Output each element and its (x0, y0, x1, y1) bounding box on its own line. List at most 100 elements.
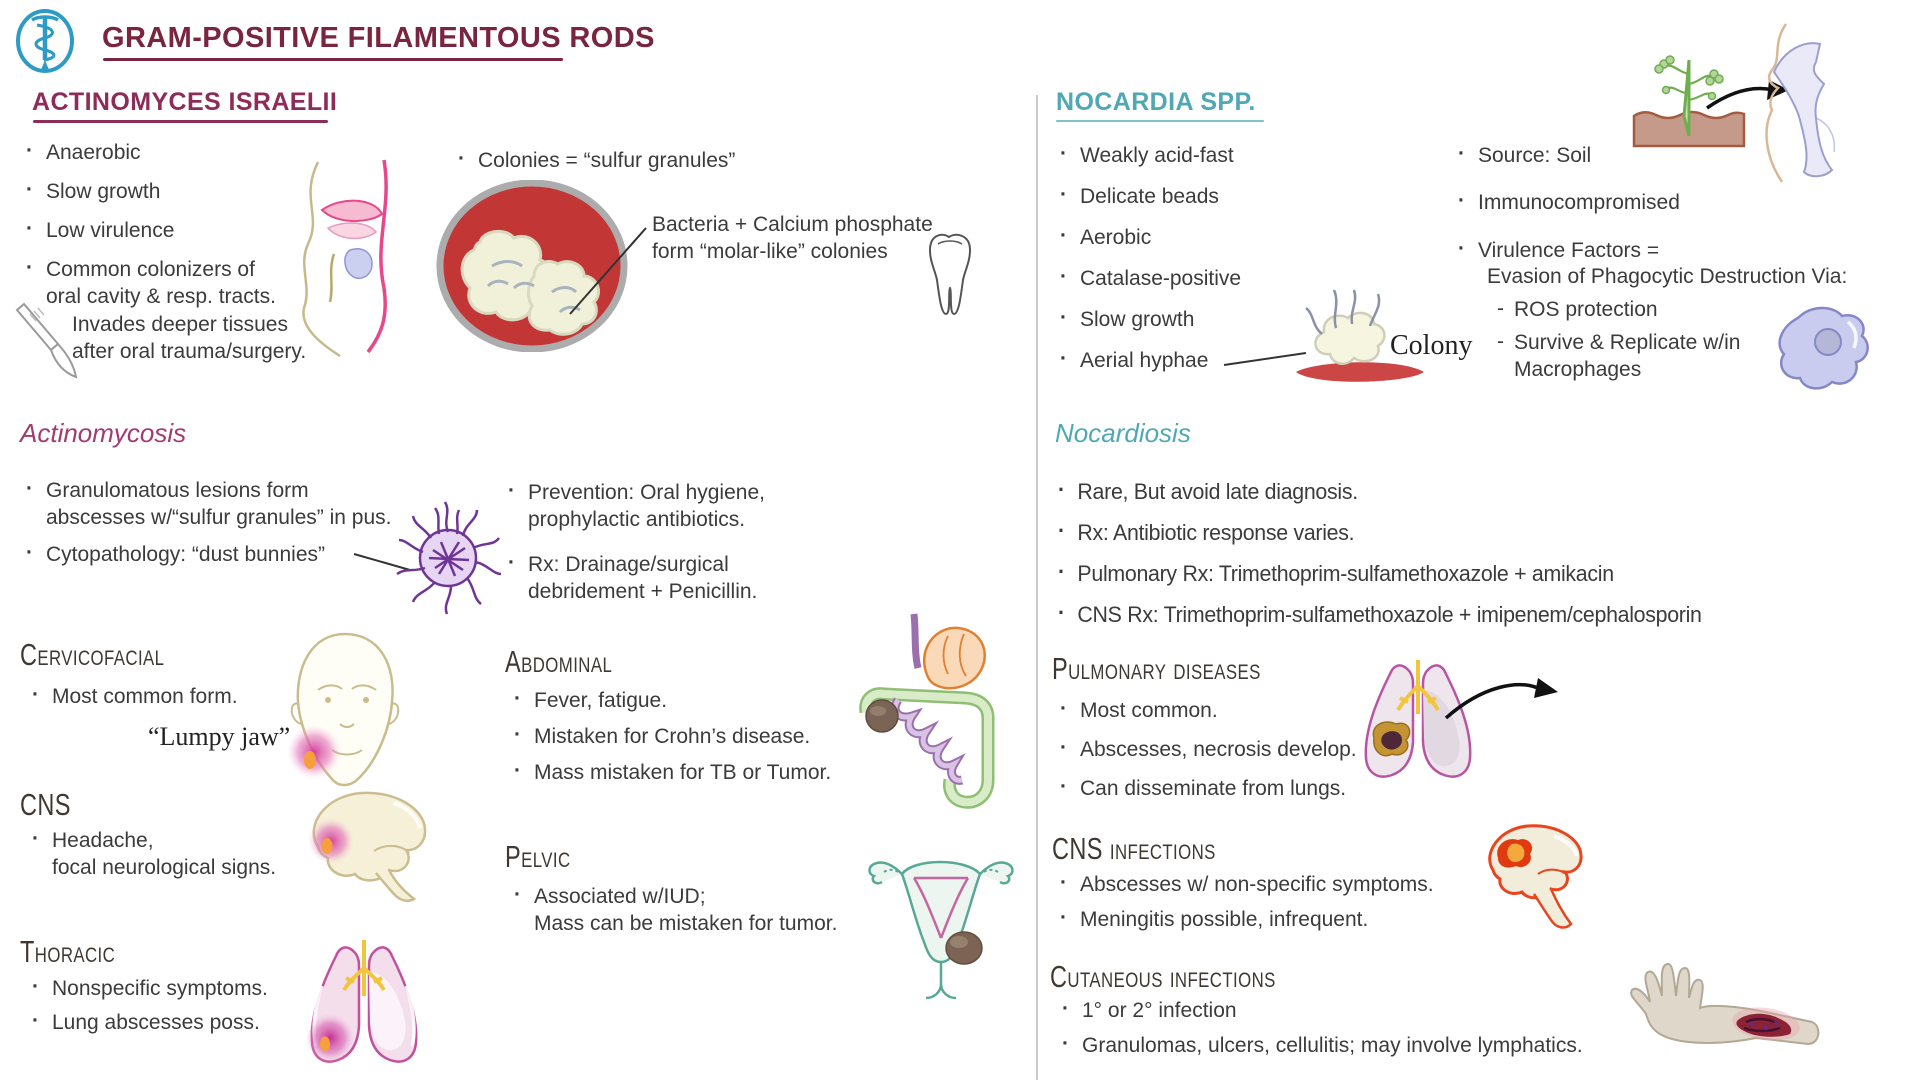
bullet-dot: · (32, 975, 39, 998)
pelvic-heading: Pelvic (505, 840, 571, 874)
macrophage-illustration (1768, 298, 1876, 400)
list-item: ·Source: Soil (1458, 142, 1592, 170)
bullet-text: Mass mistaken for TB or Tumor. (534, 761, 832, 784)
bullet-dot: · (1060, 736, 1067, 759)
list-item: · Aerobic (1060, 224, 1152, 252)
brain-abscess-illustration (298, 783, 436, 907)
list-item: ·Catalase-positive (1060, 265, 1241, 293)
bullet-text: Immunocompromised (1478, 191, 1680, 214)
bullet-dot: · (514, 723, 521, 746)
list-item: · Rare, But avoid late diagnosis. (1058, 477, 1358, 506)
list-item: ·Anaerobic (26, 139, 141, 167)
list-item: ·Delicate beads (1060, 183, 1219, 211)
bullet-text: Abscesses, necrosis develop. (1080, 738, 1357, 761)
bullet-text: Lung abscesses poss. (52, 1011, 260, 1034)
rod-of-asclepius-icon (14, 8, 76, 74)
actinomycosis-subheading: Actinomycosis (20, 418, 187, 448)
cervicofacial-heading: Cervicofacial (20, 638, 165, 672)
bullet-dot: · (1060, 775, 1067, 798)
list-item: -ROS protection (1497, 297, 1658, 324)
bullet-text: Pulmonary Rx: Trimethoprim-sulfamethoxaz… (1077, 561, 1614, 586)
bullet-dot: · (1060, 306, 1067, 329)
list-item: ·Low virulence (26, 217, 175, 245)
bullet-text: Source: Soil (1478, 144, 1592, 167)
bullet-text: Fever, fatigue. (534, 689, 668, 712)
bullet-text: Colonies = “sulfur granules” (478, 149, 736, 172)
bullet-text: Common colonizers of oral cavity & resp.… (46, 258, 276, 308)
colony-label: Colony (1390, 330, 1473, 361)
arrow-icon (1444, 678, 1558, 720)
cutaneous-infections-heading: Cutaneous infections (1050, 960, 1276, 994)
bullet-dot: · (1060, 183, 1067, 206)
nocardia-lungs-illustration (1356, 658, 1480, 786)
cns-infections-heading: CNS infections (1052, 832, 1216, 866)
oral-cavity-profile-illustration (288, 158, 406, 358)
bullet-text: Granulomatous lesions form abscesses w/“… (46, 479, 392, 529)
bullet-text: Aerial hyphae (1080, 349, 1209, 372)
bullet-text: Rx: Antibiotic response varies. (1077, 520, 1355, 545)
list-item: ·Most common form. (32, 683, 238, 711)
nocardiosis-subheading: Nocardiosis (1055, 418, 1191, 448)
bullet-text: Mistaken for Crohn’s disease. (534, 725, 811, 748)
thoracic-heading: Thoracic (20, 935, 116, 969)
list-item: ·Fever, fatigue. (514, 687, 668, 715)
virulence-line2: Evasion of Phagocytic Destruction Via: (1487, 265, 1848, 288)
dash-marker: - (1497, 330, 1504, 353)
colonies-callout-text: Bacteria + Calcium phosphate form “molar… (652, 213, 933, 263)
bullet-dot: · (514, 759, 521, 782)
bullet-dot: · (1058, 559, 1065, 584)
bullet-text: Slow growth (1080, 308, 1195, 331)
pulmonary-diseases-heading: Pulmonary diseases (1052, 652, 1261, 686)
bullet-dot: · (508, 551, 515, 574)
lungs-abscess-illustration (300, 938, 428, 1072)
bullet-dot: · (508, 479, 515, 502)
list-item: -Survive & Replicate w/in Macrophages (1497, 330, 1740, 383)
bullet-text: Meningitis possible, infrequent. (1080, 908, 1369, 931)
list-item: ·Weakly acid-fast (1060, 142, 1234, 170)
list-item: · Immunocompromised (1458, 189, 1680, 217)
actinomyces-underline (33, 120, 328, 123)
bullet-text: Rare, But avoid late diagnosis. (1077, 479, 1358, 504)
invades-note: Invades deeper tissues after oral trauma… (72, 313, 307, 363)
callout-line (353, 553, 411, 571)
page-title-underline (103, 58, 563, 61)
list-item: ·Cytopathology: “dust bunnies” (26, 541, 325, 569)
actinomyces-heading: ACTINOMYCES ISRAELII (32, 88, 338, 116)
list-item: · Rx: Antibiotic response varies. (1058, 518, 1355, 547)
list-item: ·Prevention: Oral hygiene, prophylactic … (508, 479, 765, 533)
list-item: ·Virulence Factors = (1458, 237, 1659, 265)
bullet-text: Aerobic (1080, 226, 1152, 249)
abdominal-heading: Abdominal (505, 645, 613, 679)
list-item: ·1° or 2° infection (1062, 997, 1237, 1025)
bullet-dot: · (1062, 997, 1069, 1020)
bullet-text: Most common. (1080, 699, 1218, 722)
bullet-dot: · (1060, 224, 1067, 247)
bullet-text: Abscesses w/ non-specific symptoms. (1080, 873, 1434, 896)
bullet-text: Low virulence (46, 219, 175, 242)
bullet-text: CNS Rx: Trimethoprim-sulfamethoxazole + … (1077, 602, 1702, 627)
list-item: ·Granulomatous lesions form abscesses w/… (26, 477, 392, 531)
list-item: · Abscesses w/ non-specific symptoms. (1060, 871, 1434, 899)
bullet-dot: · (26, 178, 33, 201)
list-item: · Abscesses, necrosis develop. (1060, 736, 1357, 764)
bullet-text: Headache, focal neurological signs. (52, 829, 277, 879)
dash-marker: - (1497, 297, 1504, 320)
scalpel-icon (10, 300, 82, 382)
bullet-dot: · (1058, 518, 1065, 543)
uterus-illustration (862, 850, 1020, 1002)
bullet-text: Can disseminate from lungs. (1080, 777, 1347, 800)
bullet-dot: · (1458, 189, 1465, 212)
list-item: · Pulmonary Rx: Trimethoprim-sulfamethoxa… (1058, 559, 1614, 588)
bullet-dot: · (1060, 871, 1067, 894)
list-item: ·Associated w/IUD; Mass can be mistaken … (514, 883, 837, 937)
bullet-dot: · (514, 883, 521, 906)
lumpy-jaw-caption: “Lumpy jaw” (148, 722, 291, 751)
callout-line (1223, 352, 1307, 366)
bullet-dot: · (1060, 265, 1067, 288)
bullet-dot: · (1058, 477, 1065, 502)
bullet-dot: · (26, 139, 33, 162)
list-item: ·Granulomas, ulcers, cellulitis; may inv… (1062, 1032, 1583, 1060)
cns-heading: CNS (20, 788, 71, 822)
nocardia-colony-illustration (1284, 288, 1442, 392)
